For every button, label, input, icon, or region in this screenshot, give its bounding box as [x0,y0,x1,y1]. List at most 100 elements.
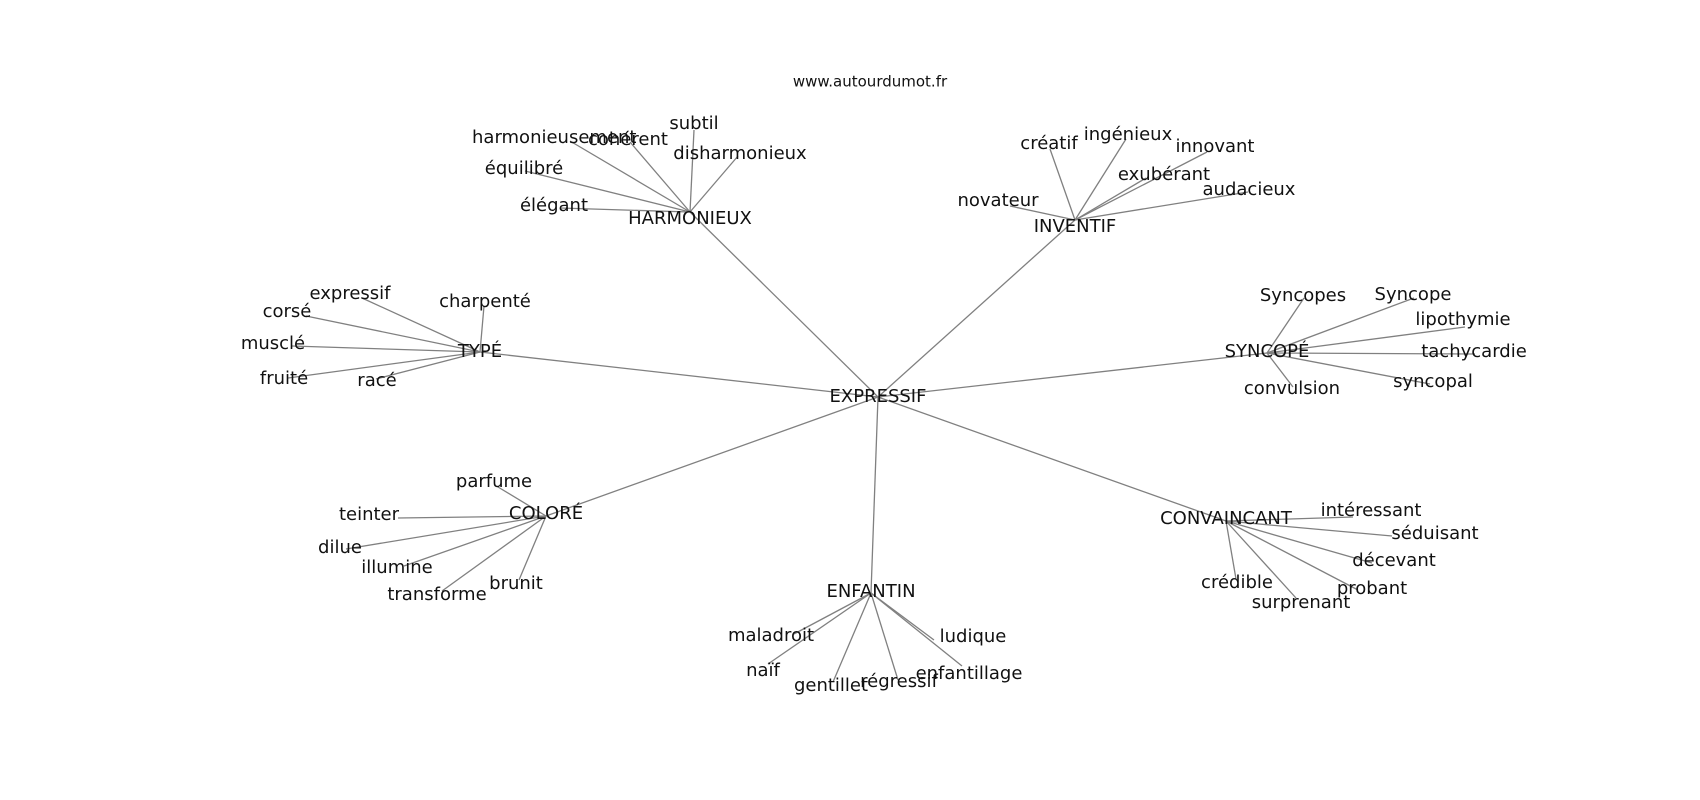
leaf-node: régressif [860,671,938,692]
leaf-node: convulsion [1244,378,1340,399]
leaf-node: fruité [260,368,308,389]
leaf-node: innovant [1176,136,1255,157]
edge-center-hub [689,211,879,398]
leaf-node: corsé [263,301,312,322]
edge-hub-leaf [287,351,481,379]
edge-hub-leaf [1225,520,1373,564]
edge-hub-leaf [345,515,547,550]
edge-hub-leaf [569,140,691,213]
edge-hub-leaf [479,305,485,353]
leaf-node: ingénieux [1084,124,1173,145]
leaf-node: novateur [957,190,1039,211]
edge-hub-leaf [1225,520,1393,537]
edge-hub-leaf [629,141,691,213]
edge-hub-leaf [497,486,547,517]
hub-node: CONVAINCANT [1160,508,1293,529]
edge-hub-leaf [1074,191,1249,221]
hub-node: HARMONIEUX [628,208,752,229]
site-url: www.autourdumot.fr [793,73,948,91]
leaf-node: décevant [1352,550,1436,571]
leaf-node: expressif [309,283,391,304]
leaf-node: élégant [520,195,588,216]
edge-hub-leaf [1225,520,1237,580]
edge-hub-leaf [375,351,481,380]
leaf-node: créatif [1020,133,1078,154]
edge-hub-leaf [1266,297,1415,354]
edge-hub-leaf [1266,297,1305,354]
edge-hub-leaf [870,592,899,681]
edge-hub-leaf [1009,205,1076,221]
leaf-node: équilibré [485,158,563,179]
hub-node: ENFANTIN [826,581,915,602]
hub-node: COLORÉ [509,502,583,524]
leaf-node: tachycardie [1421,341,1527,362]
leaf-node: ludique [940,626,1007,647]
leaf-node: audacieux [1203,179,1296,200]
edge-hub-leaf [1225,520,1359,591]
leaf-node: musclé [241,333,305,354]
leaf-node: naïf [746,660,780,681]
leaf-node: Syncopes [1260,285,1346,306]
edge-center-hub [877,352,1268,398]
edge-hub-leaf [1074,151,1208,221]
leaf-node: exubérant [1118,164,1210,185]
leaf-node: lipothymie [1415,309,1510,330]
edge-hub-leaf [524,170,691,213]
edge-center-hub [479,351,879,398]
edge-hub-leaf [1225,520,1297,599]
edge-hub-leaf [1074,138,1127,221]
edge-hub-leaf [870,592,935,641]
edge-hub-leaf [689,155,739,213]
edge-hub-leaf [361,297,481,353]
edge-hub-leaf [1266,352,1294,388]
edge-hub-leaf [1266,352,1476,355]
leaf-node: illumine [361,557,432,578]
edge-hub-leaf [397,515,547,519]
edge-hub-leaf [403,515,547,567]
edge-hub-leaf [518,515,547,581]
leaf-node: subtil [669,113,718,134]
hub-node: INVENTIF [1034,216,1117,237]
hub-node: TYPÉ [457,340,502,362]
leaf-node: maladroit [728,625,814,646]
leaf-node: charpenté [439,291,531,312]
leaf-node: syncopal [1393,371,1473,392]
edge-center-hub [877,219,1076,398]
edge-hub-leaf [305,315,481,353]
leaf-node: intéressant [1321,500,1422,521]
graph-nodes: EXPRESSIF HARMONIEUX harmonieusementcohére… [241,113,1527,696]
leaf-node: racé [357,370,396,391]
leaf-node: teinter [339,504,400,525]
leaf-node: Syncope [1375,284,1452,305]
leaf-node: enfantillage [916,663,1023,684]
edge-hub-leaf [441,515,547,592]
edge-hub-leaf [1049,148,1076,221]
leaf-node: harmonieusement [472,127,637,148]
edge-hub-leaf [832,592,872,683]
edge-center-hub [870,396,879,594]
edge-hub-leaf [689,129,695,213]
edge-hub-leaf [870,592,963,667]
edge-hub-leaf [1266,352,1431,385]
edge-center-hub [877,396,1227,522]
leaf-node: cohérent [588,129,668,150]
edge-hub-leaf [793,592,872,635]
edge-hub-leaf [1266,326,1466,354]
leaf-node: disharmonieux [673,143,807,164]
edge-hub-leaf [1074,177,1147,221]
graph-edges [287,129,1476,683]
leaf-node: gentillet [794,675,868,696]
center-node: EXPRESSIF [830,386,927,407]
leaf-node: surprenant [1252,592,1351,613]
edge-hub-leaf [767,592,872,665]
edge-center-hub [545,396,879,517]
edge-hub-leaf [291,345,481,353]
hub-node: SYNCOPÉ [1225,340,1310,362]
leaf-node: probant [1337,578,1407,599]
edge-hub-leaf [1225,516,1354,522]
leaf-node: crédible [1201,572,1273,593]
leaf-node: brunit [489,573,543,594]
leaf-node: transforme [387,584,486,605]
